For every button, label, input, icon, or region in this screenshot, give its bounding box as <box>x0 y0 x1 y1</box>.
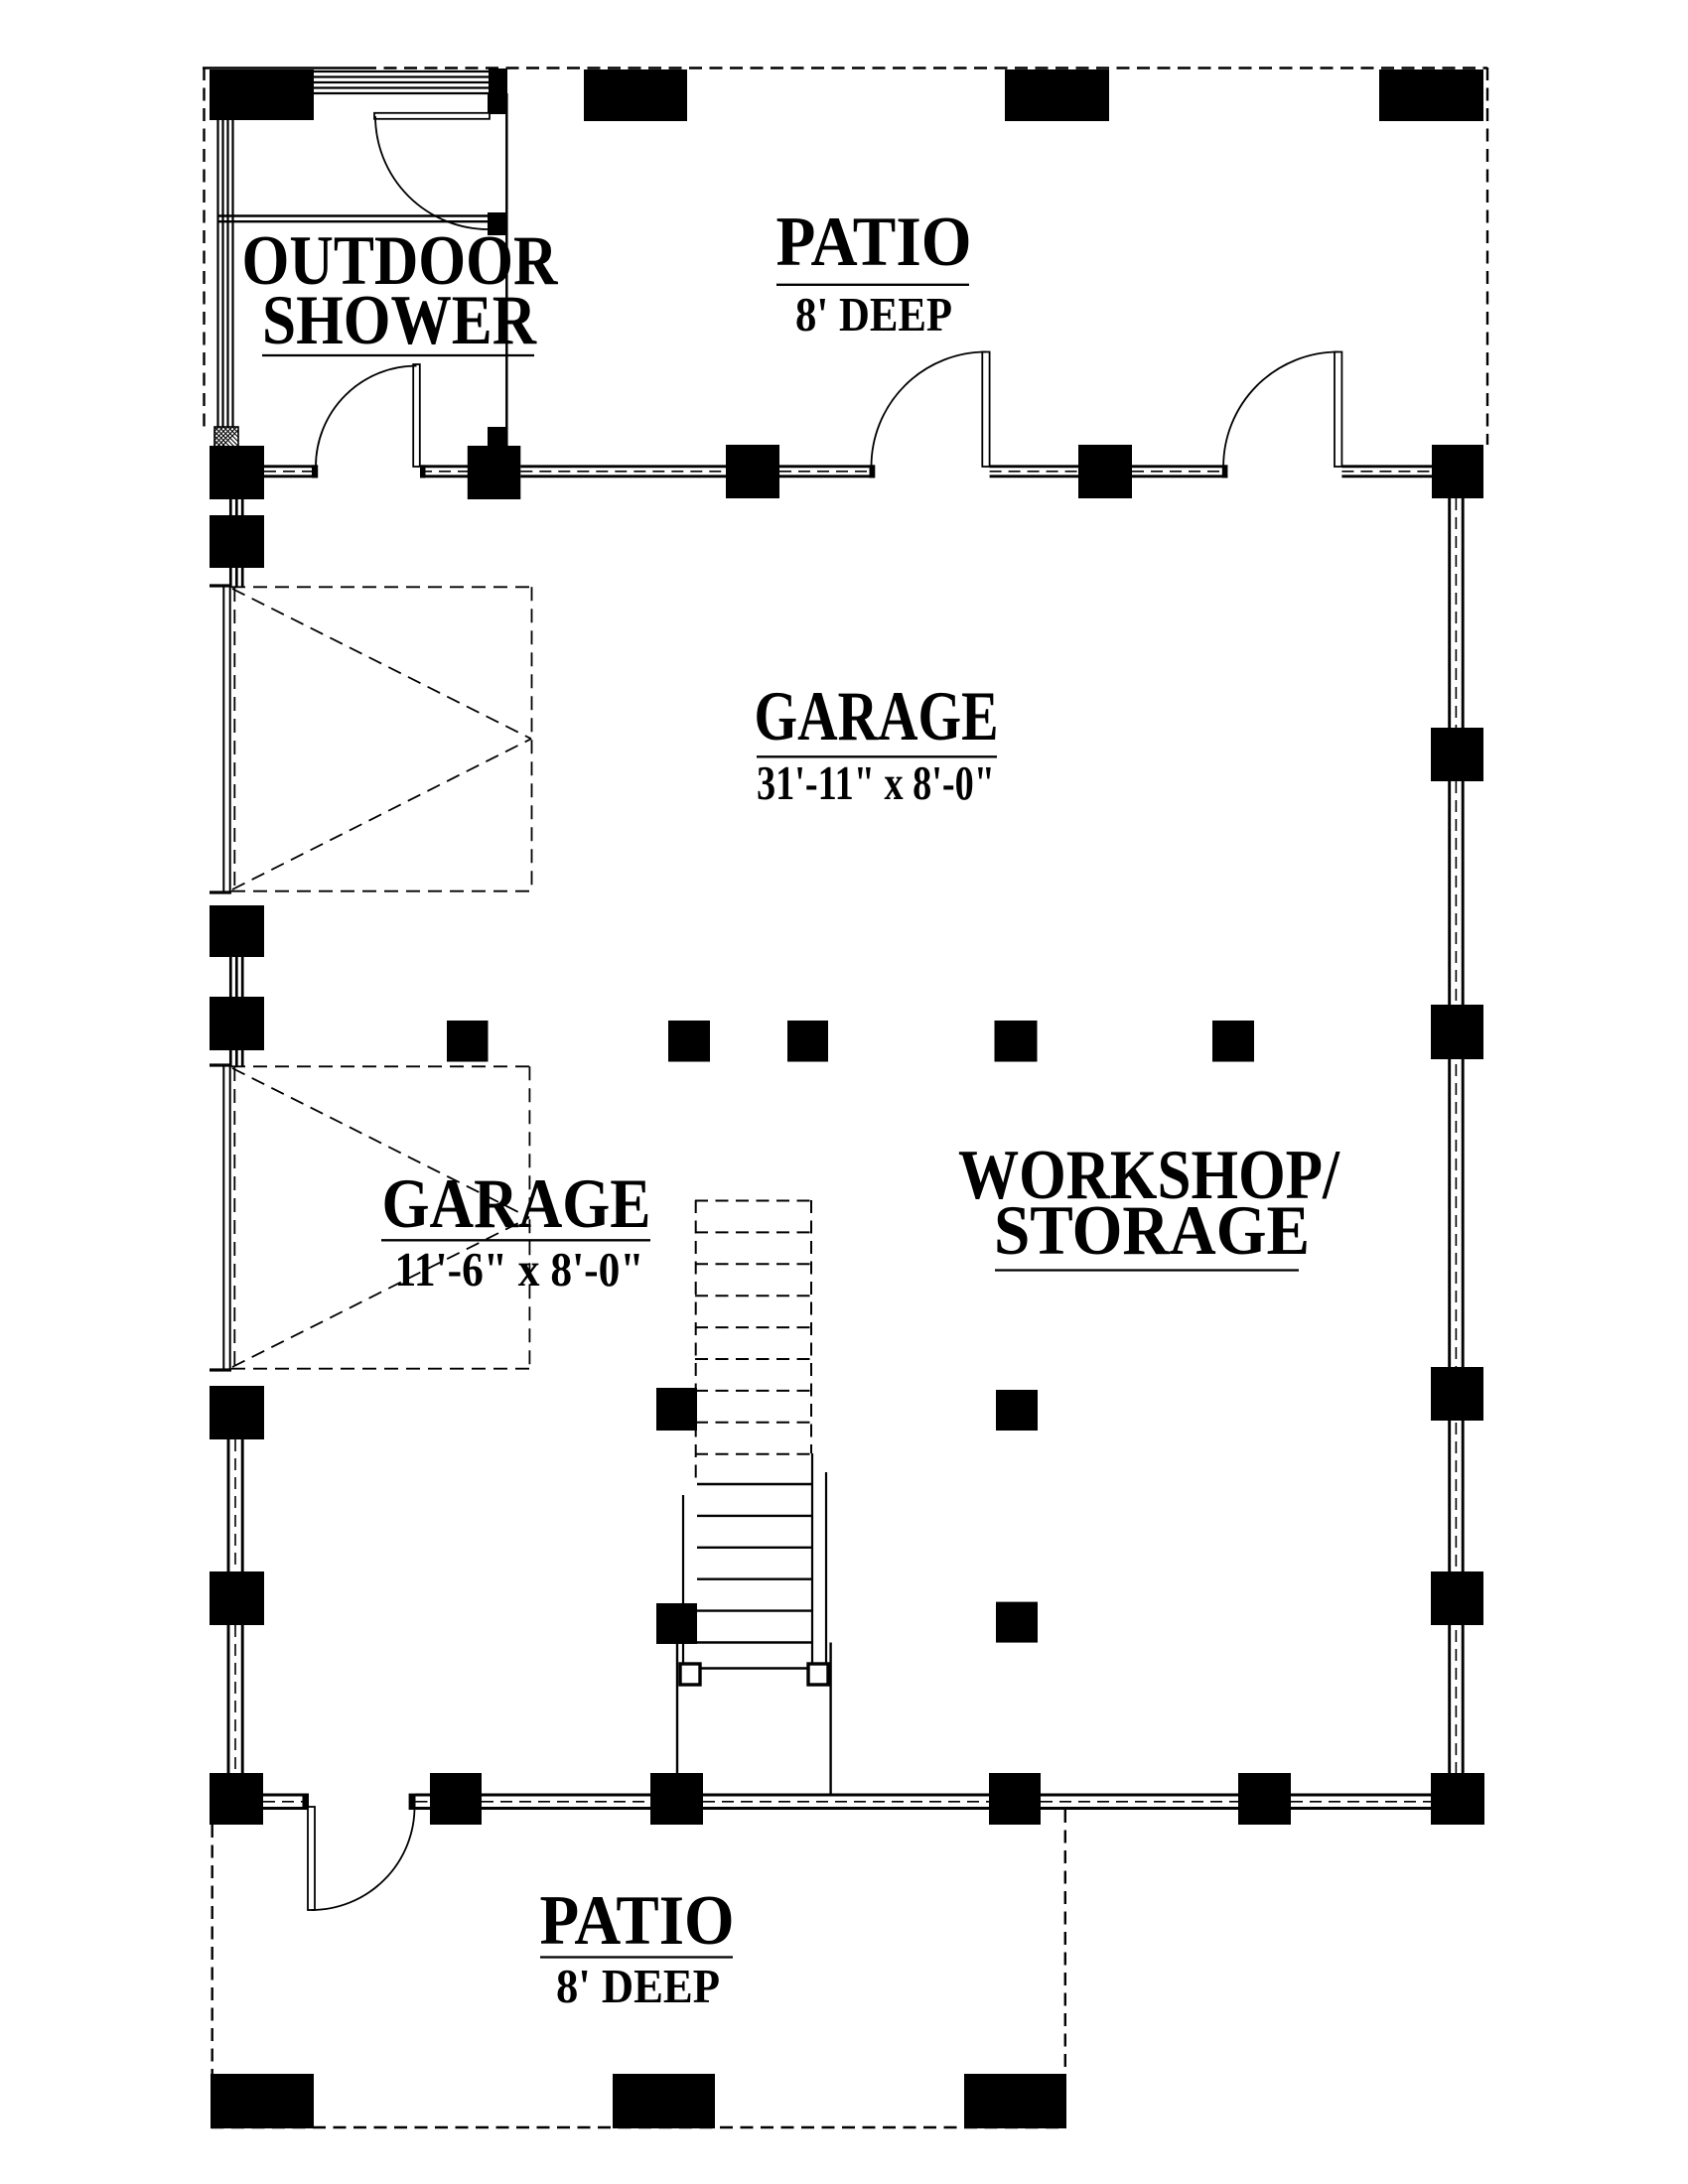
svg-text:SHOWER: SHOWER <box>262 282 537 359</box>
svg-text:GARAGE: GARAGE <box>755 678 999 755</box>
svg-text:WORKSHOP/: WORKSHOP/ <box>958 1137 1340 1214</box>
svg-text:11'-6" x 8'-0": 11'-6" x 8'-0" <box>395 1242 644 1297</box>
svg-text:GARAGE: GARAGE <box>382 1165 651 1243</box>
svg-text:STORAGE: STORAGE <box>994 1192 1310 1270</box>
svg-text:8' DEEP: 8' DEEP <box>556 1959 720 2013</box>
svg-text:31'-11" x 8'-0": 31'-11" x 8'-0" <box>757 755 995 810</box>
svg-text:8' DEEP: 8' DEEP <box>795 287 952 341</box>
svg-text:PATIO: PATIO <box>776 204 972 281</box>
svg-text:PATIO: PATIO <box>540 1882 735 1960</box>
svg-text:OUTDOOR: OUTDOOR <box>242 222 559 300</box>
